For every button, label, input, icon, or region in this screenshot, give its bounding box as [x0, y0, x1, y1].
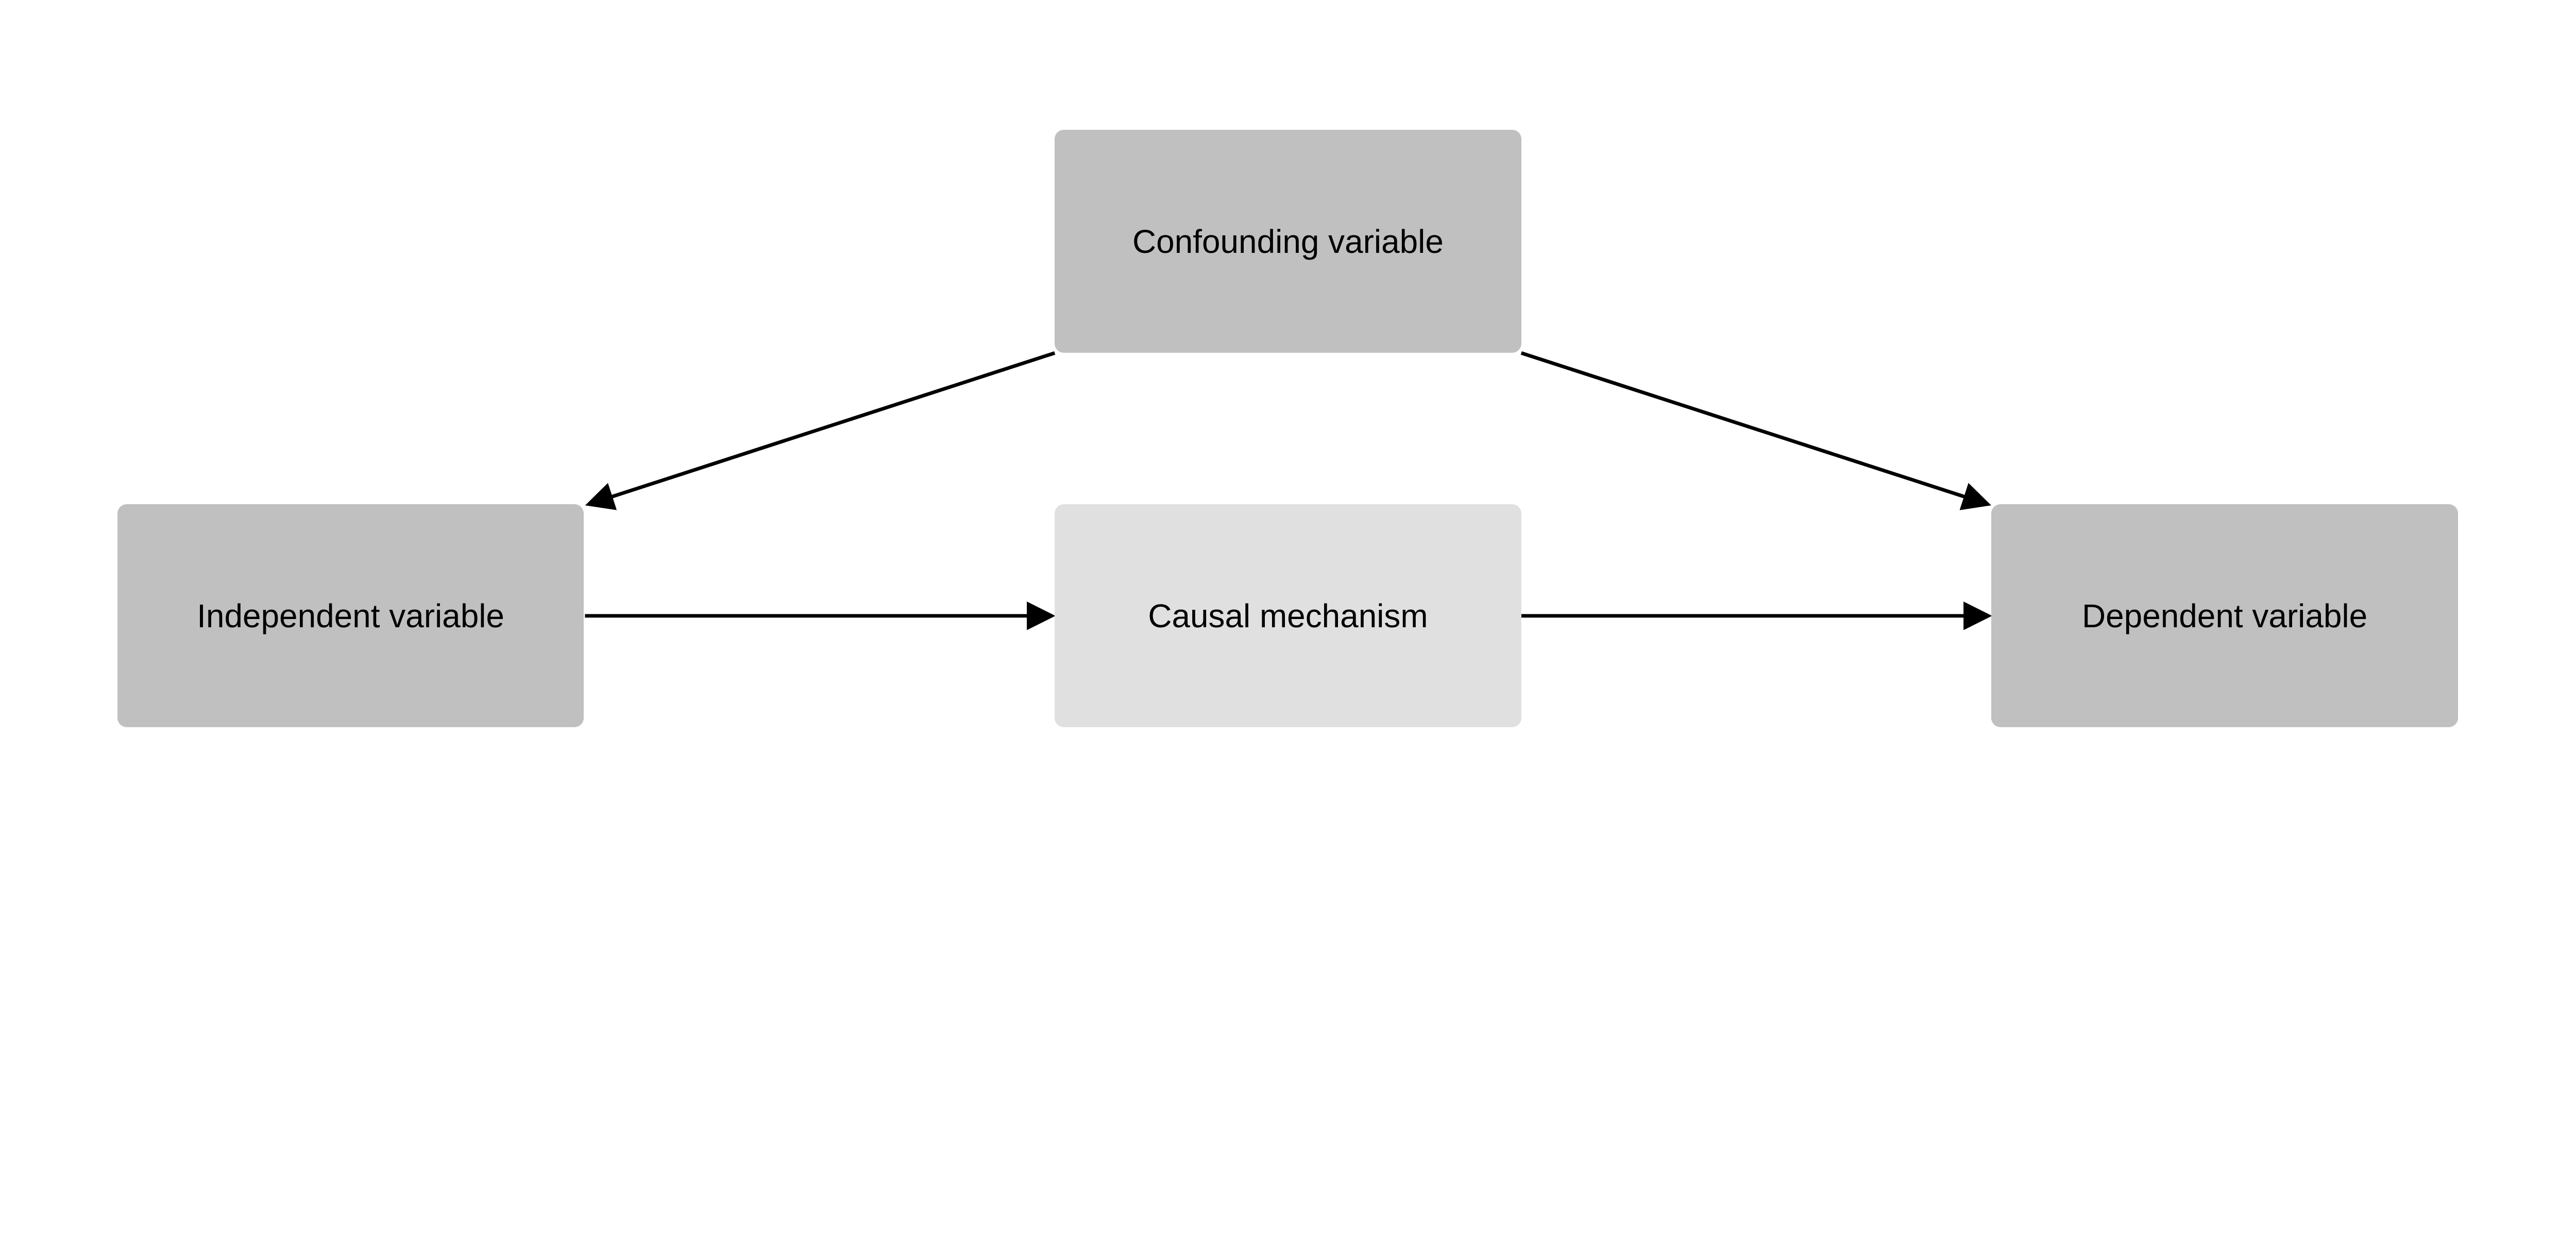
node-causal-mechanism: Causal mechanism [1055, 504, 1521, 728]
node-confounding-variable: Confounding variable [1055, 130, 1521, 353]
node-independent-variable: Independent variable [117, 504, 584, 728]
node-label: Independent variable [197, 597, 504, 634]
edge-confounding-to-independent [585, 351, 1056, 510]
node-label: Confounding variable [1132, 222, 1444, 260]
node-label: Dependent variable [2082, 597, 2368, 634]
edges-layer [585, 351, 1992, 630]
node-dependent-variable: Dependent variable [1991, 504, 2458, 728]
edge-confounding-to-dependent [1520, 351, 1991, 510]
diagram-canvas: Confounding variable Independent variabl… [117, 130, 2458, 728]
node-label: Causal mechanism [1148, 597, 1428, 634]
